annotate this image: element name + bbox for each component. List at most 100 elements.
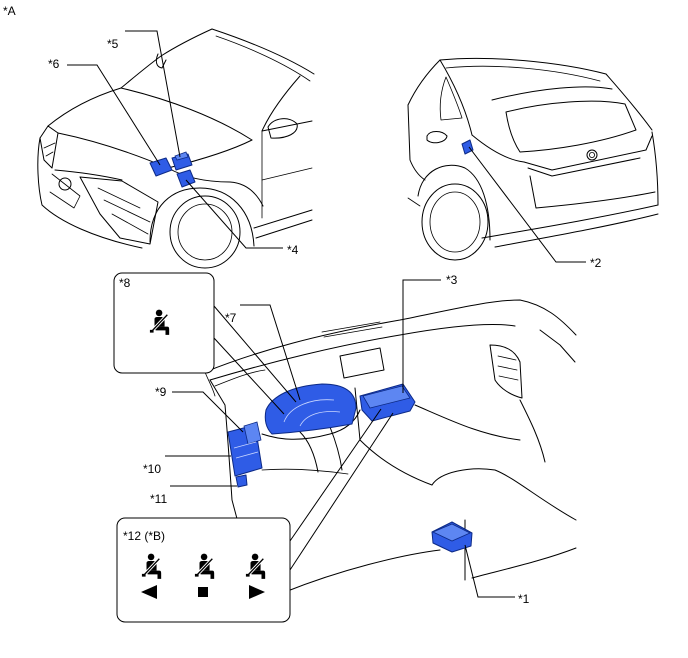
side-mirror [267,118,298,139]
callout-3: *3 [446,273,458,287]
rear-spoiler [605,73,653,131]
a-pillar [261,75,301,132]
front-wheel-rim [177,203,233,261]
floor-line [284,549,441,593]
rear-window [505,100,637,153]
view-label: *A [3,4,16,18]
right-vent-lines [497,355,519,381]
right-dash-panel [489,344,523,399]
rear-emblem [586,149,598,161]
center-stack [354,387,433,486]
fog-light [58,177,72,191]
headlight [39,125,59,169]
square-icon [198,587,208,597]
center-display [339,347,385,379]
left-dash-line [214,369,266,387]
inset-8-label: *8 [119,276,131,290]
daytime-running-light [43,142,56,157]
front-components [149,151,196,188]
rear-corner [651,131,659,206]
meter-gauge-lines [283,399,341,427]
callout-7: *7 [225,311,237,325]
spindle-grille [79,176,159,245]
leader-6 [67,64,161,166]
callout-10: *10 [143,462,161,476]
steering-column [299,426,343,473]
inset-8-pointer [213,305,297,415]
rear-wheel [421,183,489,261]
interior-components [227,383,473,553]
component-2 [461,139,474,155]
wheel-arch [149,187,255,247]
rear-roof-line [439,57,607,75]
hood-front-edge [47,87,122,127]
inset-12: *12 (*B) [116,517,291,623]
rear-window-frame [491,86,613,101]
console-side [464,519,577,581]
defroster-vent [321,321,383,338]
knee-panel [261,468,349,475]
rear-vehicle-illustration [407,57,659,261]
component-11 [235,474,248,488]
callout-1: *1 [518,592,530,606]
component-1-top [432,523,471,542]
lower-dash [261,409,361,440]
leader-9 [172,391,244,433]
rear-wheel-rim [429,191,481,253]
leader-4 [185,179,283,249]
callout-11: *11 [150,492,167,506]
leader-1 [464,544,515,598]
roof-line [211,28,315,75]
leader-5 [125,30,181,158]
inset-8: *8 [113,272,215,374]
rear-emblem-inner [589,151,596,158]
cowl-line [120,87,253,141]
left-pillar-edge [204,371,216,397]
inset-12-label: *12 (*B) [123,529,165,543]
console-top [431,468,577,521]
callout-6: *6 [48,57,60,71]
door-character-line [261,167,313,181]
center-stack-right [414,404,521,441]
rear-roof-rail [445,65,601,82]
tailgate-lower [529,175,656,209]
dash-right-edge [539,329,576,363]
quarter-window [439,76,463,121]
component-3-top [362,385,411,409]
interior-dashboard-illustration [204,299,577,593]
inset-12-pointer [289,408,394,571]
front-bumper [37,137,143,249]
front-wheel [169,195,241,269]
fog-light-bezel [49,173,81,209]
callout-labels: *5 *6 *4 *2 *7 *3 *9 *10 *11 *1 [48,37,602,606]
dashboard-upper-line [209,323,516,381]
leader-2 [468,146,586,263]
right-arrow-icon [249,585,265,599]
grille-mesh [97,187,151,235]
callout-4: *4 [287,243,299,257]
roof-rail-line [215,35,311,82]
callout-9: *9 [155,385,167,399]
leader-3 [402,279,441,393]
component-6 [149,157,173,177]
dashboard-top [204,299,577,373]
leader-lines [67,30,586,598]
side-mirror-rear-view [426,131,448,144]
windshield-edge [120,28,213,89]
left-arrow-icon [141,585,157,599]
component-5-top [174,151,189,161]
leader-7 [240,304,301,401]
left-door-line [209,379,286,591]
side-sill [253,209,313,239]
rear-quarter-line [471,134,525,163]
side-window-base [261,120,313,132]
module-connector-lines [233,441,259,459]
rear-lower-side [407,197,421,207]
bumper-top-line [54,169,123,181]
c-pillar [439,59,473,136]
callout-5: *5 [107,37,119,51]
glovebox-edge [519,399,546,463]
component-4 [176,169,196,188]
body-side-line [407,104,426,181]
